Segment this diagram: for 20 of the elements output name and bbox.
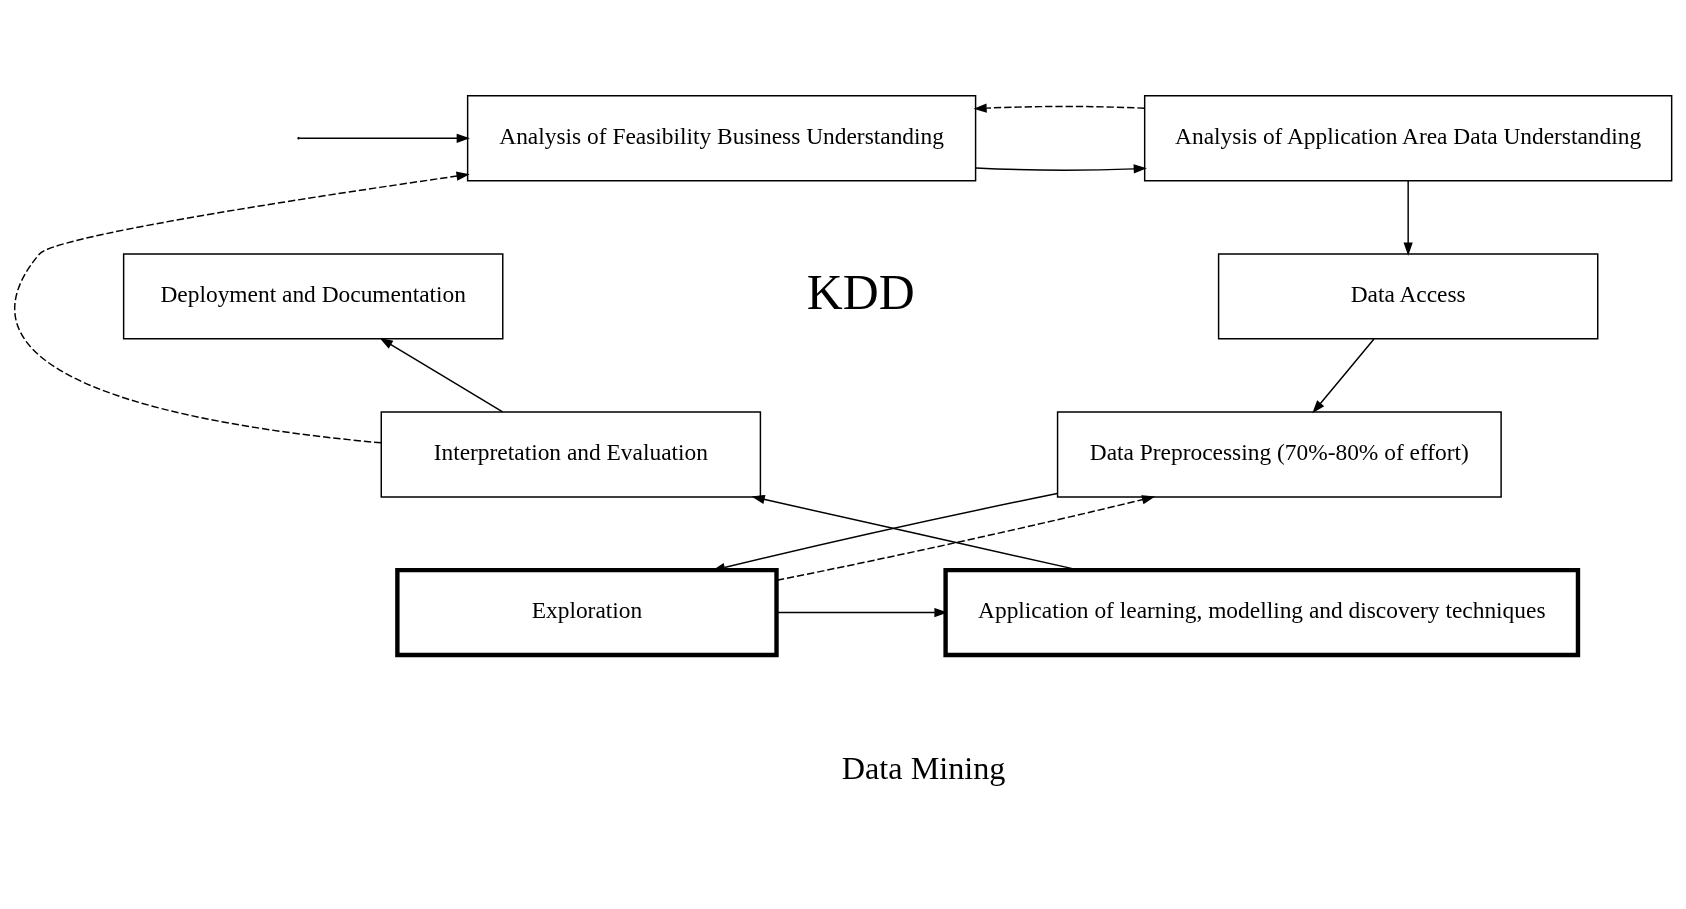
node-box: Data Preprocessing (70%-80% of effort)	[1056, 411, 1502, 498]
arrow	[1403, 180, 1413, 256]
node-box: Analysis of Feasibility Business Understanding	[466, 95, 977, 182]
label: KDD	[806, 265, 915, 321]
node-box: Data Access	[1217, 253, 1599, 340]
arrow	[751, 494, 1080, 571]
node-box: Analysis of Application Area Data Understanding	[1143, 95, 1673, 182]
node-box: Application of learning, modelling and discovery techniques	[943, 567, 1581, 658]
arrow	[973, 103, 1146, 113]
arrow	[776, 495, 1156, 581]
arrow	[1312, 338, 1375, 414]
arrow	[975, 164, 1147, 174]
arrow	[379, 337, 504, 413]
arrow	[776, 608, 948, 618]
arrow	[298, 133, 470, 143]
label: Data Mining	[841, 749, 1006, 786]
node-box: Interpretation and Evaluation	[380, 411, 762, 498]
arrow	[14, 171, 470, 444]
node-box: Deployment and Documentation	[122, 253, 504, 340]
node-box: Exploration	[395, 567, 779, 658]
